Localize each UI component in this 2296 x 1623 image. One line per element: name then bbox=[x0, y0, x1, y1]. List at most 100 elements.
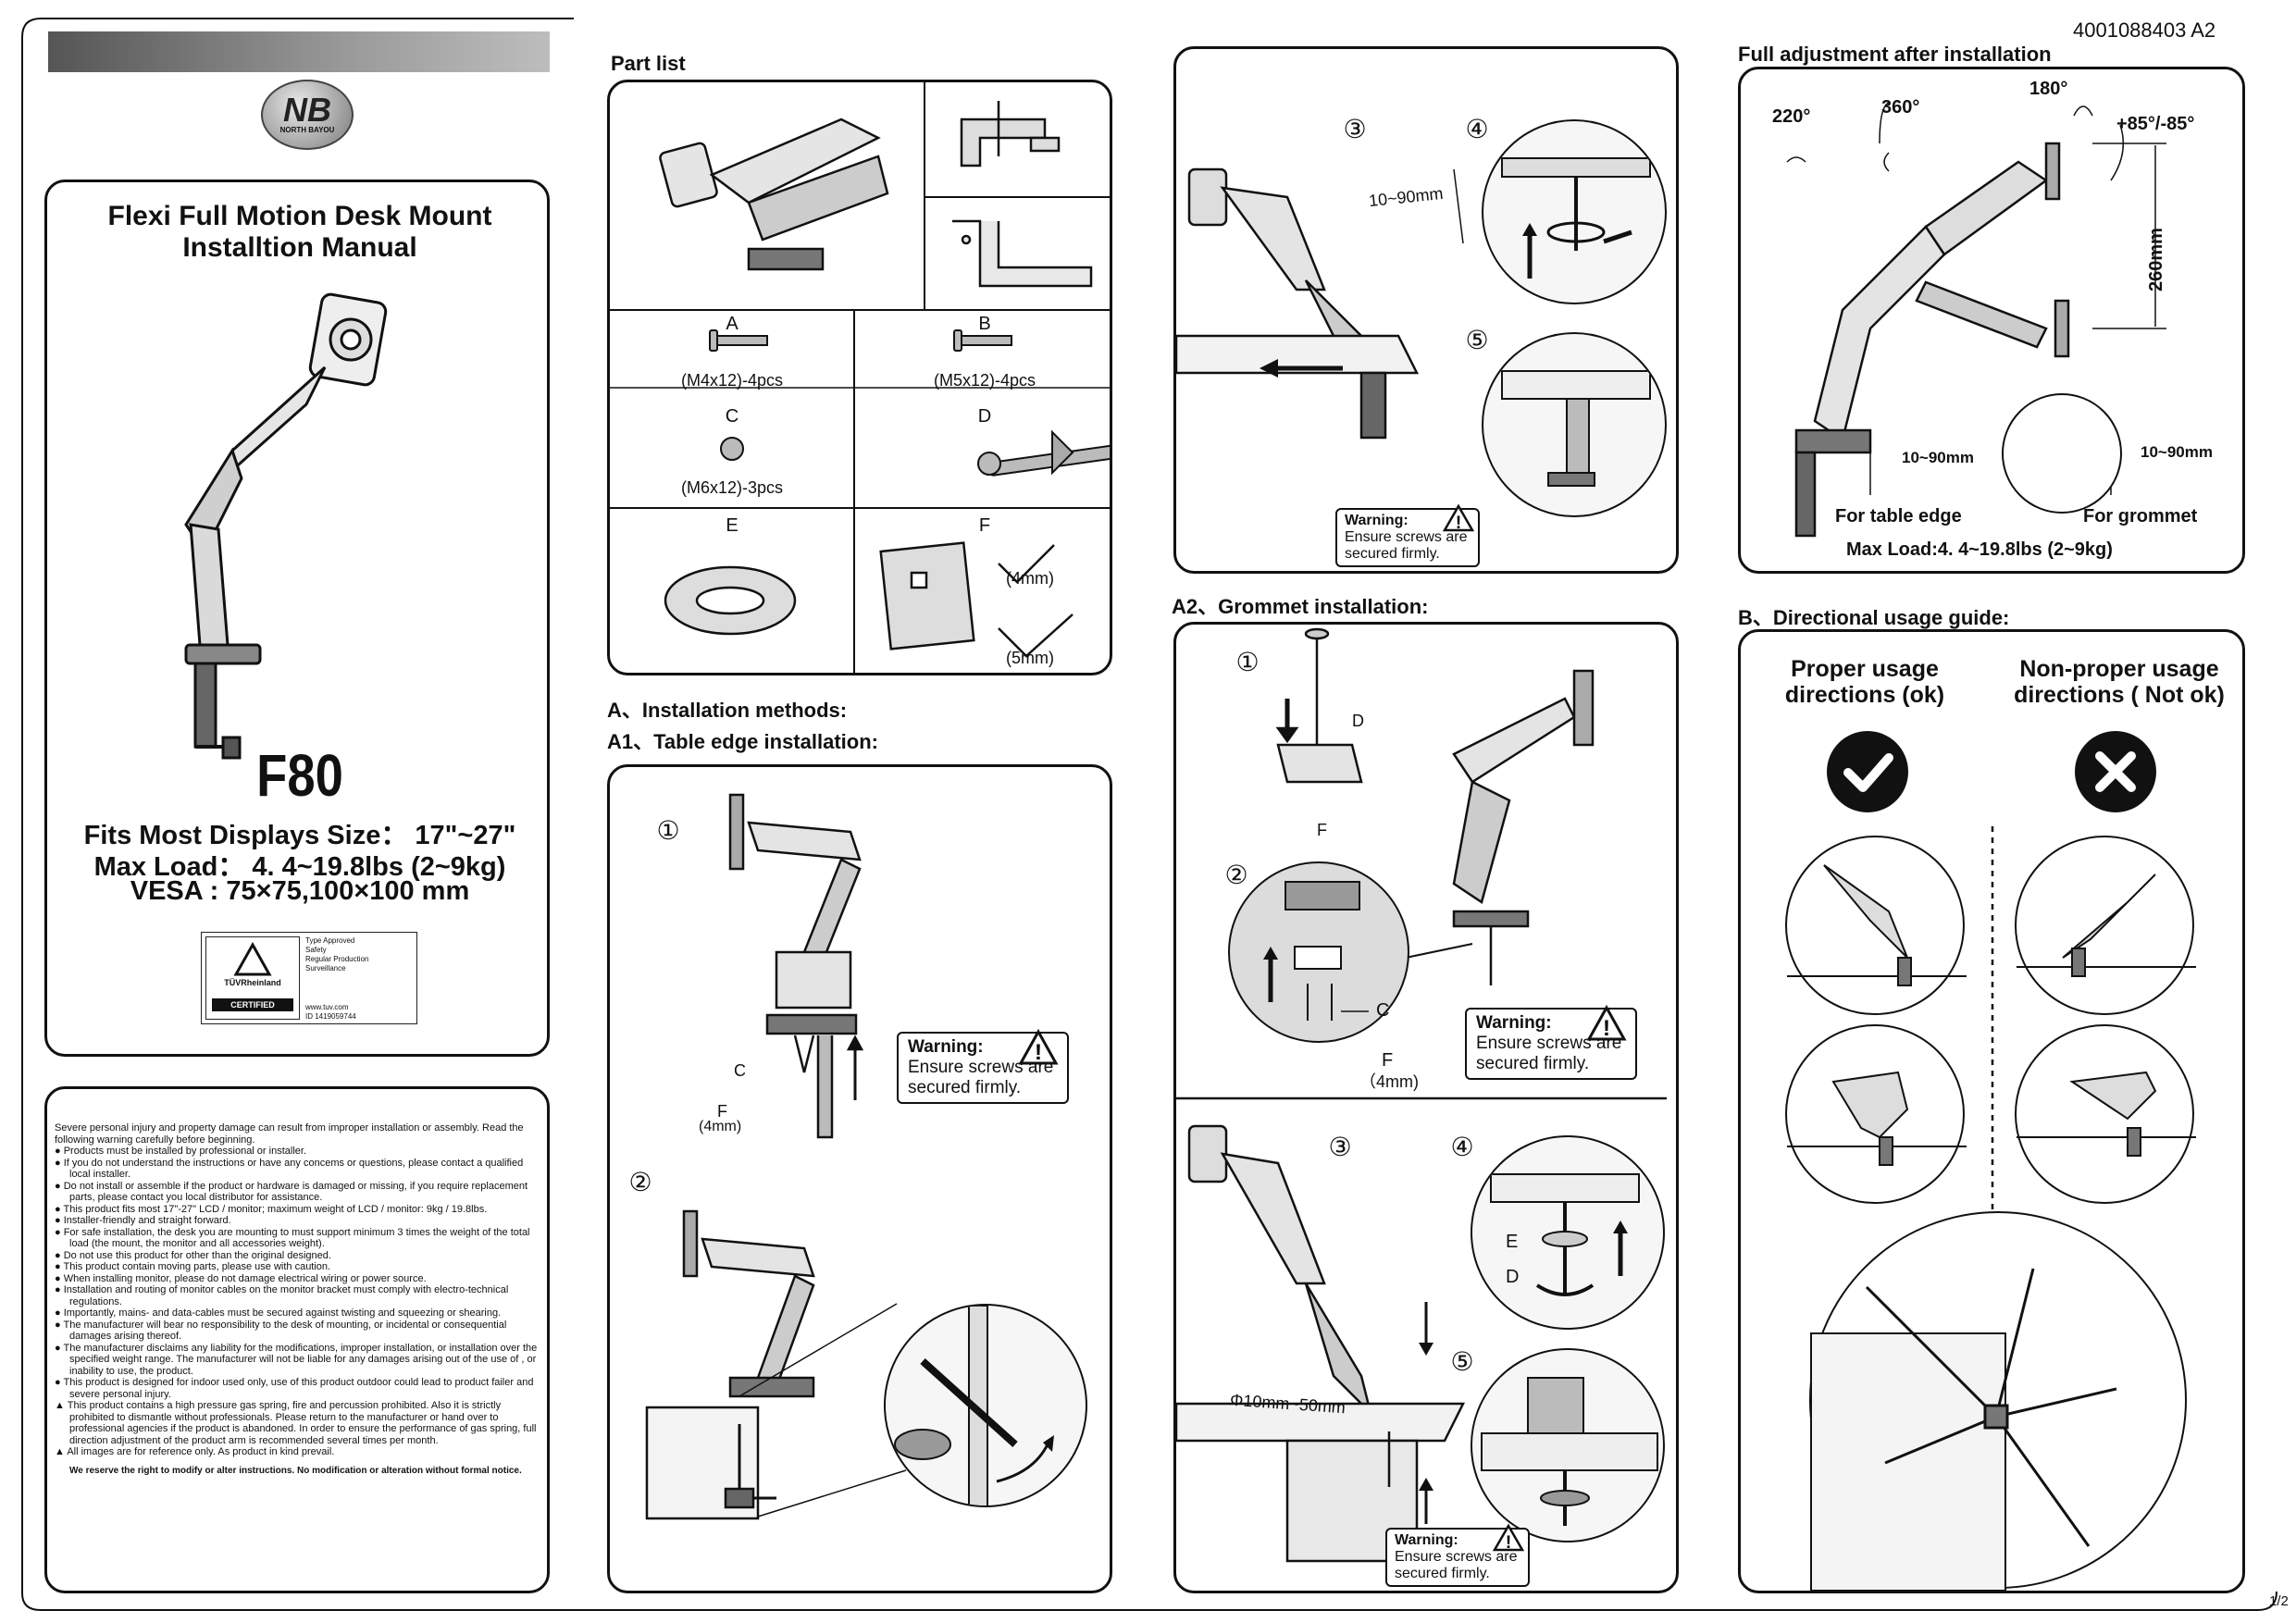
a2-step2-circle bbox=[1228, 861, 1409, 1043]
part-c-spec: (M6x12)-3pcs bbox=[680, 478, 784, 497]
a1-warning-box: Warning: Ensure screws are secured firml… bbox=[897, 1028, 1069, 1104]
warning-item: ● This product is designed for indoor us… bbox=[55, 1377, 534, 1400]
a2-step3-illustration bbox=[1176, 1124, 1466, 1563]
bad-usage-arm-1 bbox=[2017, 873, 2196, 977]
a2-label-d2: D bbox=[1506, 1267, 1520, 1287]
warning-triangle-icon: ! bbox=[1586, 1004, 1627, 1041]
part-list-panel: A (M4x12)-4pcs B (M5x12)-4pcs C (M6x12)-… bbox=[607, 80, 1112, 675]
adjust-illustration bbox=[1786, 102, 2166, 538]
tuv-logo-box: TÜVRheinland CERTIFIED bbox=[205, 936, 300, 1020]
te-step-4: ④ bbox=[1465, 115, 1489, 143]
section-b-title: B、Directional usage guide: bbox=[1738, 606, 2010, 629]
adjust-for-table-edge: For table edge bbox=[1835, 506, 1962, 527]
tuv-badge: CERTIFIED bbox=[212, 998, 293, 1011]
te-warning-box: Warning: Ensure screws are secured firml… bbox=[1335, 503, 1480, 567]
part-a-letter: A bbox=[726, 314, 738, 334]
warning-item: ● This product fits most 17"-27" LCD / m… bbox=[55, 1203, 488, 1215]
brand-logo-text: NB bbox=[283, 91, 331, 129]
warning-item: ● This product contain moving parts, ple… bbox=[55, 1261, 331, 1272]
a2-step1-illustration bbox=[1275, 627, 1595, 985]
tuv-certificate: TÜVRheinland CERTIFIED Type Approved Saf… bbox=[201, 932, 417, 1024]
section-a-title: A、Installation methods: bbox=[607, 699, 848, 722]
warning-item: ● The manufacturer disclaims any liabili… bbox=[55, 1342, 538, 1377]
section-a1-title: A1、Table edge installation: bbox=[607, 730, 878, 753]
a1-step2-illustration bbox=[645, 1209, 907, 1520]
a1-step-2: ② bbox=[628, 1168, 652, 1196]
warning-line-1: Ensure screws are bbox=[1395, 1549, 1518, 1565]
part-d-letter: D bbox=[977, 406, 992, 427]
ok-usage-circle-1 bbox=[1785, 836, 1967, 1015]
checkmark-icon bbox=[1827, 731, 1908, 812]
a2-label-f: F bbox=[1317, 821, 1327, 839]
model-name: F80 bbox=[256, 742, 343, 809]
usage-divider-line bbox=[1991, 826, 1994, 1585]
a2-divider bbox=[1176, 1096, 1667, 1100]
a1-detail-circle bbox=[884, 1304, 1087, 1507]
te-step-5: ⑤ bbox=[1465, 326, 1489, 354]
warnings-list: ● Products must be installed by professi… bbox=[55, 1146, 538, 1458]
ok-label-line1: Proper usage bbox=[1791, 656, 1939, 682]
doc-code: 4001088403 A2 bbox=[2073, 19, 2216, 42]
adjust-rot-220: 220° bbox=[1772, 106, 1811, 127]
clamp-tighten-detail bbox=[894, 1306, 1054, 1505]
adjust-tilt: +85°/-85° bbox=[2116, 114, 2195, 134]
bad-label-line2: directions ( Not ok) bbox=[2014, 682, 2225, 708]
warning-item: ● If you do not understand the instructi… bbox=[55, 1157, 524, 1181]
tuv-url: www.tuv.com bbox=[305, 1003, 349, 1011]
tuv-line-3: Regular Production bbox=[305, 955, 369, 963]
manual-title-line1: Flexi Full Motion Desk Mount bbox=[107, 201, 492, 231]
part-a-spec: (M4x12)-4pcs bbox=[680, 371, 784, 390]
ok-usage-arm-2 bbox=[1787, 1071, 1967, 1166]
a1-step-1: ① bbox=[656, 816, 680, 845]
tuv-line-4: Surveillance bbox=[305, 964, 346, 973]
adjust-max-load: Max Load:4. 4~19.8lbs (2~9kg) bbox=[1846, 539, 2113, 560]
bad-usage-circle-2 bbox=[2015, 1024, 2196, 1204]
warning-item: ● Do not use this product for other than… bbox=[55, 1249, 331, 1261]
section-a2-title: A2、Grommet installation: bbox=[1172, 595, 1429, 618]
table-edge-steps-panel: ③ ④ ⑤ 10~90mm Warning: bbox=[1173, 46, 1679, 574]
a2-label-c: C bbox=[1376, 1000, 1390, 1021]
spec-vesa: VESA : 75×75,100×100 mm bbox=[130, 876, 470, 906]
svg-text:!: ! bbox=[1603, 1016, 1610, 1041]
tuv-line-1: Type Approved bbox=[305, 936, 355, 945]
adjust-clamp-range-2: 10~90mm bbox=[2141, 443, 2213, 461]
a2-label-d: D bbox=[1352, 712, 1364, 730]
a2-step-3: ③ bbox=[1328, 1133, 1352, 1161]
brand-logo-sub: NORTH BAYOU bbox=[279, 126, 335, 134]
warning-triangle-icon: ! bbox=[1492, 1523, 1525, 1553]
a1-step1-illustration bbox=[728, 793, 864, 1139]
adjust-panel: 220° 360° 180° +85°/-85° 260mm 10~90mm 1… bbox=[1738, 67, 2245, 574]
warning-item: ● Products must be installed by professi… bbox=[55, 1146, 306, 1157]
warning-item: ● For safe installation, the desk you ar… bbox=[55, 1226, 530, 1250]
warning-title: Warning: bbox=[908, 1037, 984, 1057]
adjust-clamp-range-1: 10~90mm bbox=[1902, 449, 1974, 466]
warning-line-1: Ensure screws are bbox=[1345, 529, 1468, 545]
adjust-rot-180: 180° bbox=[2029, 79, 2068, 99]
warning-item: ▲ All images are for reference only. As … bbox=[55, 1446, 335, 1457]
rotation-usage-circle bbox=[1809, 1211, 2187, 1591]
rotation-usage-arms bbox=[1810, 1268, 2117, 1591]
monitor-arm-illustration bbox=[184, 292, 388, 760]
te-step5-circle bbox=[1482, 332, 1667, 517]
a1-table-edge-panel: ① ② C F (4mm) Warning: Ensure screws are… bbox=[607, 764, 1112, 1593]
warning-item: ● Installer-friendly and straight forwar… bbox=[55, 1215, 231, 1226]
header-gradient-bar bbox=[48, 31, 550, 72]
warning-triangle-icon: ! bbox=[1442, 503, 1475, 533]
adjust-grommet-circle bbox=[2002, 393, 2122, 514]
brand-logo: NB NORTH BAYOU bbox=[261, 80, 354, 150]
a1-label-c: C bbox=[734, 1061, 746, 1080]
warning-line-2: secured firmly. bbox=[908, 1078, 1022, 1097]
tuv-id: ID 1419059744 bbox=[305, 1012, 356, 1021]
warning-item: ● Do not install or assemble if the prod… bbox=[55, 1180, 528, 1204]
bad-usage-arm-2 bbox=[2017, 1071, 2196, 1157]
warning-item: ● The manufacturer will bear no responsi… bbox=[55, 1319, 507, 1343]
ok-label-line2: directions (ok) bbox=[1784, 682, 1945, 708]
te-step5-detail bbox=[1501, 370, 1651, 487]
te-step4-circle bbox=[1482, 119, 1667, 304]
a1-label-f-size: (4mm) bbox=[699, 1119, 742, 1134]
adjust-title: Full adjustment after installation bbox=[1738, 43, 2052, 66]
warning-item: ● Importantly, mains- and data-cables mu… bbox=[55, 1307, 502, 1319]
spec-max-load: Max Load： 4. 4~19.8lbs (2~9kg) bbox=[93, 852, 506, 882]
warning-line-2: secured firmly. bbox=[1345, 546, 1440, 562]
a1-label-f: F bbox=[717, 1102, 727, 1121]
